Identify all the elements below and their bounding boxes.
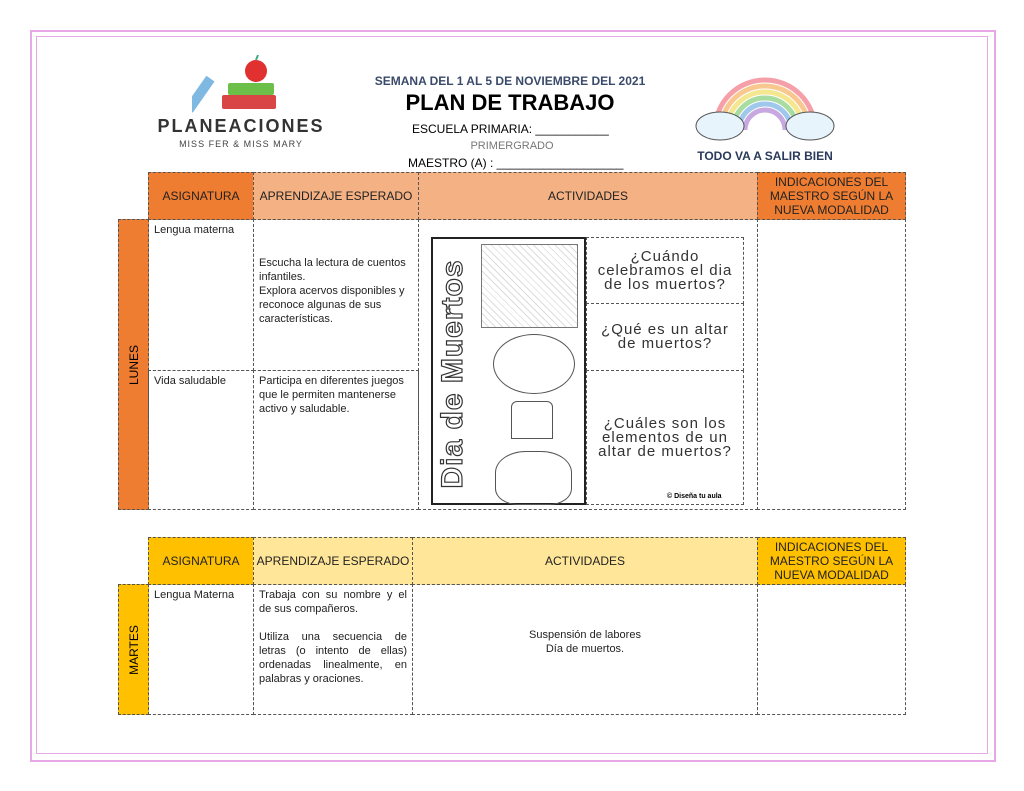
flower-drawing (493, 334, 575, 394)
altar-drawing (481, 244, 578, 328)
learning-text-2: Utiliza una secuencia de letras (o inten… (259, 631, 407, 685)
col-header-indications: INDICACIONES DEL MAESTRO SEGÚN LA NUEVA … (757, 537, 906, 585)
indications-cell (757, 219, 906, 510)
skull-drawing (495, 451, 572, 505)
week-label: SEMANA DEL 1 AL 5 DE NOVIEMBRE DEL 2021 (374, 74, 646, 88)
learning-text-1: Trabaja con su nombre y el de sus compañ… (259, 589, 407, 615)
indications-cell (757, 584, 906, 715)
worksheet-strip: Dia de Muertos (431, 237, 586, 505)
logo-name: PLANEACIONES (157, 116, 325, 136)
question-3: ¿Cuáles son los elementos de un altar de… (586, 370, 744, 505)
col-header-learning: APRENDIZAJE ESPERADO (253, 172, 419, 220)
school-field: ESCUELA PRIMARIA: ___________ (412, 122, 609, 136)
col-header-activities: ACTIVIDADES (418, 172, 758, 220)
day-text: MARTES (126, 624, 141, 675)
subject-cell: Lengua materna (148, 219, 254, 371)
books-apple-icon (184, 54, 282, 115)
col-header-subject: ASIGNATURA (148, 172, 254, 220)
candle-drawing (511, 401, 553, 439)
page-title: PLAN DE TRABAJO (405, 90, 615, 115)
activities-cell: Suspensión de labores Día de muertos. (412, 584, 758, 715)
learning-cell: Trabaja con su nombre y el de sus compañ… (253, 584, 413, 715)
logo-subtitle: MISS FER & MISS MARY (179, 139, 303, 149)
question-2: ¿Qué es un altar de muertos? (586, 303, 744, 371)
worksheet-credit: © Diseña tu aula (667, 493, 722, 500)
col-header-subject: ASIGNATURA (148, 537, 254, 585)
rainbow-icon (690, 60, 840, 145)
page-border (30, 30, 996, 762)
teacher-field: MAESTRO (A) : ___________________ (408, 156, 624, 170)
grade-label: PRIMERGRADO (470, 140, 554, 152)
subject-cell: Vida saludable (148, 370, 254, 510)
day-text: LUNES (126, 344, 141, 385)
question-1: ¿Cuándo celebramos el dia de los muertos… (586, 237, 744, 304)
activity-worksheet: Dia de Muertos ¿Cuándo celebramos el dia… (431, 237, 744, 505)
day-label-monday: LUNES (118, 219, 149, 510)
learning-cell: Participa en diferentes juegos que le pe… (253, 370, 419, 510)
day-label-tuesday: MARTES (118, 584, 149, 715)
rainbow-caption: TODO VA A SALIR BIEN (697, 149, 833, 163)
col-header-learning: APRENDIZAJE ESPERADO (253, 537, 413, 585)
page-border-inner (36, 36, 988, 754)
learning-cell: Escucha la lectura de cuentos infantiles… (253, 219, 419, 371)
col-header-activities: ACTIVIDADES (412, 537, 758, 585)
subject-cell: Lengua Materna (148, 584, 254, 715)
worksheet-title: Dia de Muertos (435, 259, 469, 489)
col-header-indications: INDICACIONES DEL MAESTRO SEGÚN LA NUEVA … (757, 172, 906, 220)
